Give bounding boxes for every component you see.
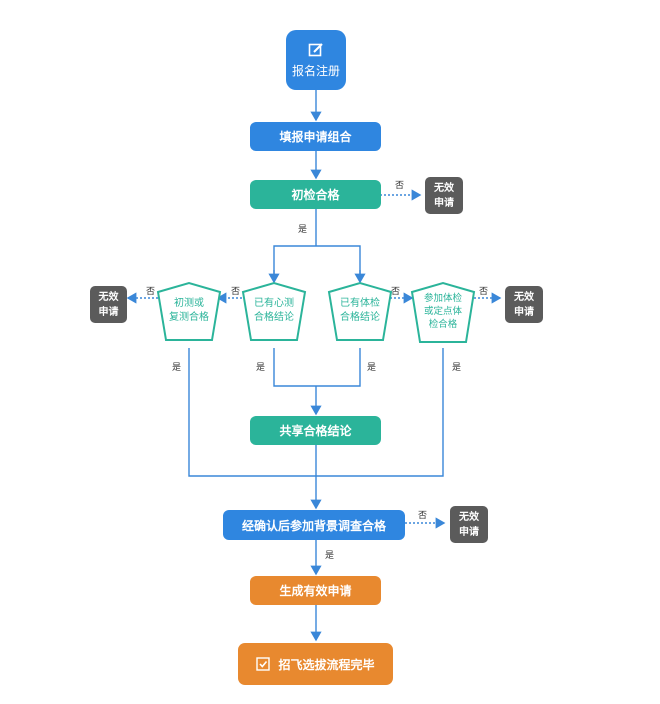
node-background: 经确认后参加背景调查合格 xyxy=(223,510,405,540)
label-yes-physical: 是 xyxy=(367,363,377,373)
invalid-box-2: 无效 申请 xyxy=(90,286,127,323)
invalid-box-1: 无效 申请 xyxy=(425,177,463,214)
label-no-join-physical: 否 xyxy=(479,287,489,297)
node-join-physical-shape xyxy=(410,281,476,343)
node-fill: 填报申请组合 xyxy=(250,122,381,151)
label-yes-psych: 是 xyxy=(256,363,266,373)
label-yes-initial: 是 xyxy=(298,225,308,235)
edit-icon xyxy=(308,42,323,56)
node-physical-shape xyxy=(327,281,393,341)
label-yes-join-physical: 是 xyxy=(452,363,462,373)
edge-split-psych xyxy=(273,245,361,282)
label-yes-background: 是 xyxy=(325,551,335,561)
label-no-background: 否 xyxy=(418,511,428,521)
node-psych: 已有心测 合格结论 xyxy=(254,298,294,323)
label-no-psych: 否 xyxy=(231,287,241,297)
label-yes-recheck: 是 xyxy=(172,363,182,373)
node-generate: 生成有效申请 xyxy=(250,576,381,605)
invalid-box-3: 无效 申请 xyxy=(505,286,543,323)
node-shared: 共享合格结论 xyxy=(250,416,381,445)
node-finish: 招飞选拔流程完毕 xyxy=(238,643,393,685)
node-recheck-shape xyxy=(156,281,222,341)
edge-merge-shared xyxy=(273,348,361,387)
node-psych-shape xyxy=(241,281,307,341)
label-no-physical: 否 xyxy=(391,287,401,297)
node-finish-label: 招飞选拔流程完毕 xyxy=(278,657,375,672)
node-start-label: 报名注册 xyxy=(291,63,340,78)
node-initial: 初检合格 xyxy=(250,180,381,209)
node-recheck: 初测或 复测合格 xyxy=(169,298,209,323)
invalid-box-4: 无效 申请 xyxy=(450,506,488,543)
node-join-physical: 参加体检 或定点体 检合格 xyxy=(423,293,462,330)
label-no-initial: 否 xyxy=(395,181,405,191)
checkbox-icon xyxy=(256,657,271,671)
node-physical: 已有体检 合格结论 xyxy=(340,298,380,323)
node-start: 报名注册 xyxy=(286,30,346,90)
label-no-recheck: 否 xyxy=(146,287,156,297)
